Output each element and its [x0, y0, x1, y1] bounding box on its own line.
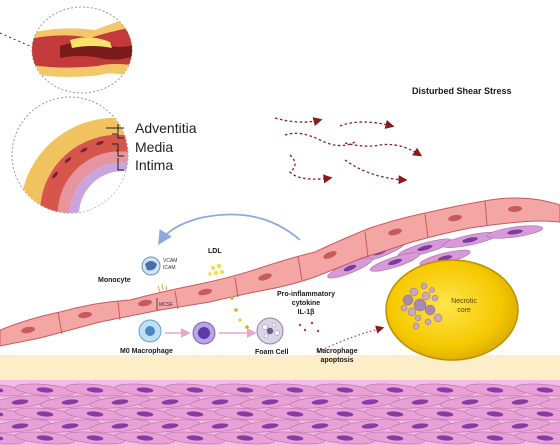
smooth-muscle-cell: [14, 431, 76, 445]
smooth-muscle-cell: [114, 383, 176, 397]
vessel-inset-top: [0, 6, 133, 94]
smooth-muscle-cell: [214, 383, 276, 397]
vessel-wall-inset: [11, 96, 129, 214]
smooth-muscle-cell: [389, 395, 451, 409]
cell-debris: [420, 282, 428, 290]
smooth-muscle-cell: [239, 395, 301, 409]
smooth-muscle-cell: [364, 407, 426, 421]
monocyte-cell: [141, 256, 161, 276]
smooth-muscle-cell: [139, 395, 201, 409]
cell-debris: [429, 287, 435, 293]
smooth-muscle-cell: [214, 431, 276, 445]
smooth-muscle-cell: [327, 257, 373, 279]
cell-debris: [433, 313, 443, 323]
smooth-muscle-cell: [339, 395, 401, 409]
smooth-muscle-cell: [439, 419, 501, 433]
apoptosis-arrow: [317, 325, 385, 353]
recruitment-arrow: [158, 213, 301, 246]
smooth-muscle-cell: [14, 407, 76, 421]
cell-debris: [413, 298, 427, 312]
media-label: Media: [135, 139, 174, 155]
cell-debris: [424, 304, 436, 316]
cell-debris: [409, 287, 419, 297]
cell-debris: [414, 314, 422, 322]
activated-macrophage-cell: [192, 321, 216, 345]
smooth-muscle-cell: [0, 395, 51, 409]
cell-debris: [412, 322, 420, 330]
smooth-muscle-cell: [314, 383, 376, 397]
endothelium: [0, 197, 560, 347]
smooth-muscle-cell: [314, 431, 376, 445]
shear-stress-title: Disturbed Shear Stress: [412, 86, 512, 96]
m0-macrophage-label: M0 Macrophage: [120, 348, 173, 355]
intima-label: Intima: [135, 157, 174, 173]
necrotic-core-label: Necrotic core: [451, 298, 477, 314]
macrophage-apoptosis-label: Macrophage apoptosis: [316, 348, 358, 364]
smooth-muscle-cell: [539, 395, 560, 409]
smooth-muscle-cell: [239, 419, 301, 433]
smooth-muscle-cell: [164, 431, 226, 445]
cell-debris: [424, 318, 432, 326]
smooth-muscle-cell: [89, 419, 151, 433]
smooth-muscle-cell: [0, 419, 51, 433]
smooth-muscle-cell: [414, 407, 476, 421]
smooth-muscle-cell: [369, 252, 421, 272]
smooth-muscle-cell: [489, 419, 551, 433]
smooth-muscle-cell: [339, 419, 401, 433]
smooth-muscle-cell: [414, 431, 476, 445]
cell-debris: [402, 294, 414, 306]
smooth-muscle-cell: [464, 407, 526, 421]
smooth-muscle-cell: [39, 395, 101, 409]
smooth-muscle-cell: [164, 407, 226, 421]
disturbed-flow-arrows: [274, 117, 423, 185]
smooth-muscle-cell: [314, 407, 376, 421]
smooth-muscle-cell: [139, 419, 201, 433]
foam-cell: [256, 317, 284, 345]
smooth-muscle-cell: [289, 395, 351, 409]
smooth-muscle-cell: [364, 383, 426, 397]
smooth-muscle-cell: [189, 395, 251, 409]
smooth-muscle-cell: [389, 419, 451, 433]
foam-cell-label: Foam Cell: [255, 349, 289, 356]
smooth-muscle-cell: [64, 431, 126, 445]
cell-debris: [400, 304, 408, 312]
smooth-muscle-cell: [364, 431, 426, 445]
smooth-muscle-cell: [264, 431, 326, 445]
smooth-muscle-cell: [289, 419, 351, 433]
smooth-muscle-cell: [414, 383, 476, 397]
monocyte-label: Monocyte: [98, 277, 131, 284]
smooth-muscle-cell: [489, 395, 551, 409]
m0-macrophage-cell: [138, 319, 162, 343]
ldl-trail: [230, 296, 249, 329]
smooth-muscle-cell: [264, 407, 326, 421]
mcsf-label: MCSF: [159, 302, 174, 308]
icam-label: ICAM: [163, 265, 176, 271]
ldl-particles: [208, 263, 225, 276]
ldl-label: LDL: [208, 248, 222, 255]
smooth-muscle-cell: [439, 395, 501, 409]
cell-debris: [407, 307, 417, 317]
cell-debris: [421, 291, 431, 301]
smooth-muscle-cell: [114, 431, 176, 445]
smooth-muscle-cell: [486, 225, 544, 239]
smooth-muscle-cell: [539, 419, 560, 433]
vcam-label: VCAM: [163, 258, 178, 264]
smooth-muscle-cell: [189, 419, 251, 433]
cytokine-particles: [298, 321, 320, 333]
smooth-muscle-layer: [0, 380, 560, 445]
cytokine-label: Pro-inflammatory cytokine IL-1β: [277, 291, 335, 316]
smooth-muscle-cell: [264, 383, 326, 397]
adventitia-label: Adventitia: [135, 120, 197, 136]
necrotic-core: [385, 259, 519, 361]
smooth-muscle-cell: [89, 395, 151, 409]
adhesion-molecules-icon: [157, 283, 168, 293]
smooth-muscle-cell: [464, 431, 526, 445]
smooth-muscle-cell: [39, 419, 101, 433]
cell-debris: [431, 294, 439, 302]
